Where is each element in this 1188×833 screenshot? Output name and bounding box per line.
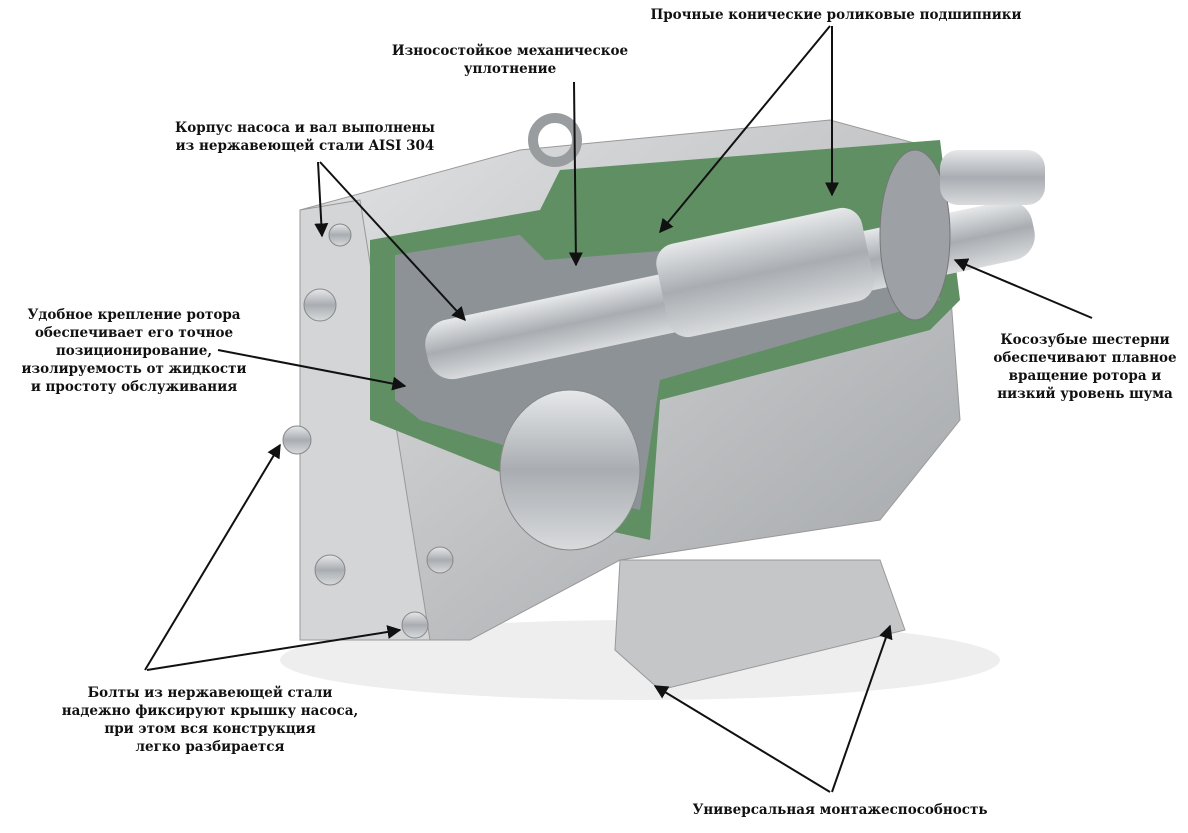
label-seal: Износостойкое механическое уплотнение — [391, 43, 629, 77]
helical-gear — [879, 149, 951, 321]
arrow-mounting-2 — [831, 624, 893, 793]
bolts — [282, 223, 454, 639]
label-rotor-mount: Удобное крепление ротора обеспечивает ег… — [21, 307, 247, 395]
label-mounting: Универсальная монтажеспособность — [692, 802, 988, 818]
arrow-seal — [568, 81, 583, 267]
shaft-end — [940, 150, 1045, 205]
callout-arrows — [144, 25, 1093, 793]
arrow-gears — [953, 258, 1093, 319]
mounting-foot — [614, 559, 906, 691]
arrow-housing-1 — [314, 161, 329, 238]
arrow-bolts-1 — [144, 443, 281, 671]
lifting-eye — [528, 113, 582, 167]
label-gears: Косозубые шестерни обеспечивают плавное … — [993, 332, 1177, 402]
label-housing: Корпус насоса и вал выполнены из нержаве… — [175, 120, 435, 154]
label-bolts: Болты из нержавеющей стали надежно фикси… — [61, 685, 359, 755]
rotor — [499, 389, 641, 551]
label-bearings: Прочные конические роликовые подшипники — [650, 7, 1022, 23]
arrow-mounting-1 — [653, 685, 831, 793]
bearing — [656, 207, 874, 338]
arrow-housing-2 — [319, 161, 466, 322]
arrow-rotor-mount — [217, 349, 407, 391]
arrow-bolts-2 — [146, 625, 402, 671]
arrow-bearings-1 — [659, 25, 831, 234]
